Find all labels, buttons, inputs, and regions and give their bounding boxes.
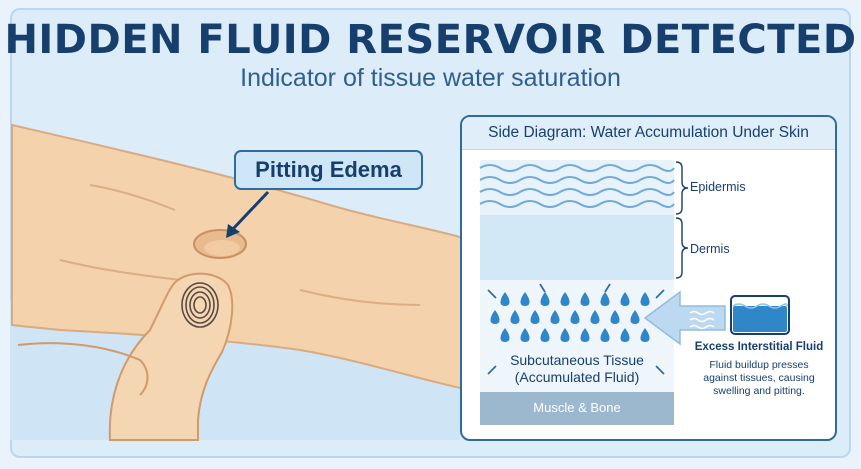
excess-desc-line-2: against tissues, causing	[684, 372, 834, 385]
subcutaneous-label: Subcutaneous Tissue (Accumulated Fluid)	[480, 352, 674, 386]
fluid-container-water	[733, 306, 787, 332]
subcutaneous-line-2: (Accumulated Fluid)	[480, 369, 674, 386]
dermis-brace	[676, 218, 688, 278]
excess-desc-line-3: swelling and pitting.	[684, 385, 834, 398]
excess-desc-line-1: Fluid buildup presses	[684, 359, 834, 372]
subcutaneous-line-1: Subcutaneous Tissue	[480, 352, 674, 369]
excess-fluid-description: Fluid buildup presses against tissues, c…	[684, 359, 834, 398]
epidermis-label: Epidermis	[690, 180, 746, 194]
dermis-label: Dermis	[690, 242, 730, 256]
dermis-layer	[480, 215, 674, 280]
epidermis-brace	[676, 162, 688, 214]
excess-fluid-title: Excess Interstitial Fluid	[684, 341, 834, 353]
muscle-bone-label: Muscle & Bone	[480, 400, 674, 415]
